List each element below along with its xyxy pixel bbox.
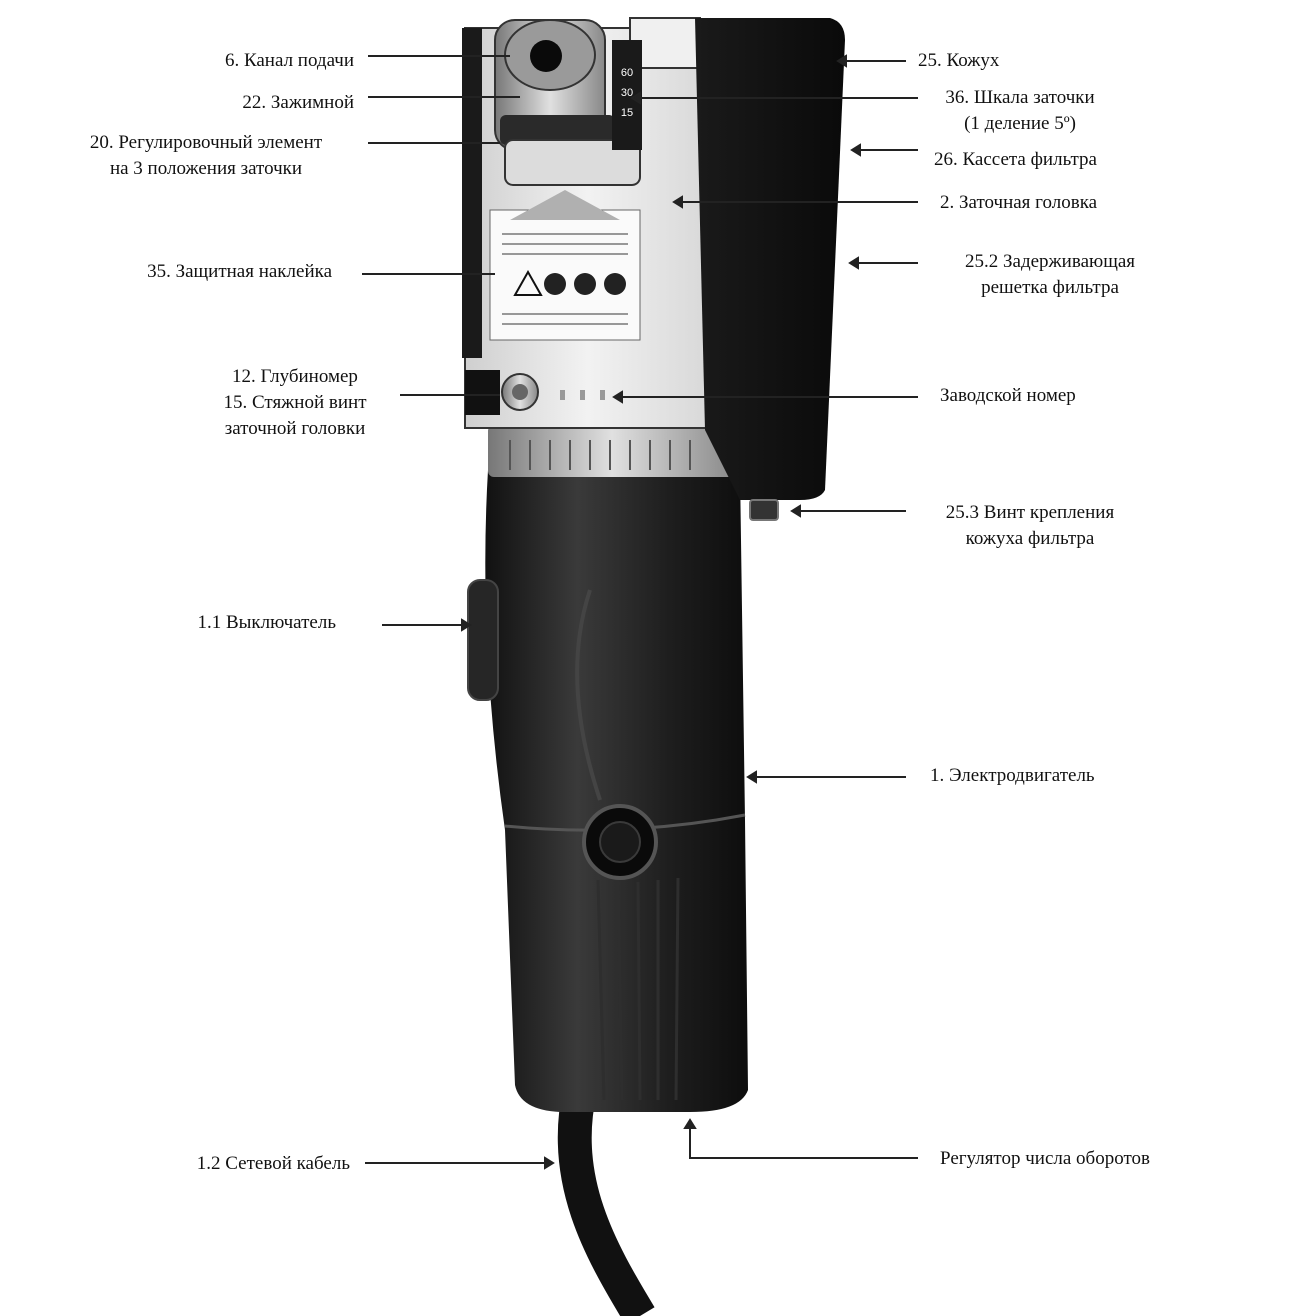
label-power-cable: 1.2 Сетевой кабель — [196, 1153, 350, 1174]
sticker-arrow — [510, 190, 620, 220]
ppe-icon-2 — [574, 273, 596, 295]
label-clamp: 22. Зажимной — [242, 92, 354, 113]
ppe-icon-1 — [544, 273, 566, 295]
label-filter-cassette: 26. Кассета фильтра — [934, 149, 1097, 170]
filter-cover — [695, 18, 845, 500]
feed-channel — [530, 40, 562, 72]
label-feed-channel: 6. Канал подачи — [224, 50, 354, 71]
scale-mark-60: 60 — [621, 67, 633, 79]
label-motor: 1. Электродвигатель — [930, 765, 1095, 786]
label-speed-regulator: Регулятор числа оборотов — [940, 1148, 1150, 1169]
cover-screw — [749, 499, 779, 521]
scale-mark-30: 30 — [621, 87, 633, 99]
depth-gauge — [465, 370, 500, 415]
ppe-icon-3 — [604, 273, 626, 295]
label-cover: 25. Кожух — [918, 50, 1000, 71]
serial-number-marks — [560, 390, 605, 400]
motor-body — [485, 470, 748, 1112]
leader-lines — [362, 54, 918, 1170]
label-switch: 1.1 Выключатель — [197, 612, 336, 633]
label-serial-number: Заводской номер — [940, 385, 1076, 406]
motor-ribs — [596, 877, 680, 1101]
motor-contour — [575, 589, 602, 801]
label-sharpening-scale: 36. Шкала заточки(1 деление 5º) — [945, 87, 1095, 134]
collar-ring — [488, 425, 736, 477]
label-sharpening-head: 2. Заточная головка — [940, 192, 1098, 213]
warning-icon — [513, 269, 543, 296]
switch — [467, 579, 499, 701]
adjuster-block — [504, 139, 641, 186]
scale-mark-15: 15 — [621, 107, 633, 119]
power-cable — [557, 1086, 655, 1316]
label-safety-sticker: 35. Защитная наклейка — [147, 261, 332, 282]
